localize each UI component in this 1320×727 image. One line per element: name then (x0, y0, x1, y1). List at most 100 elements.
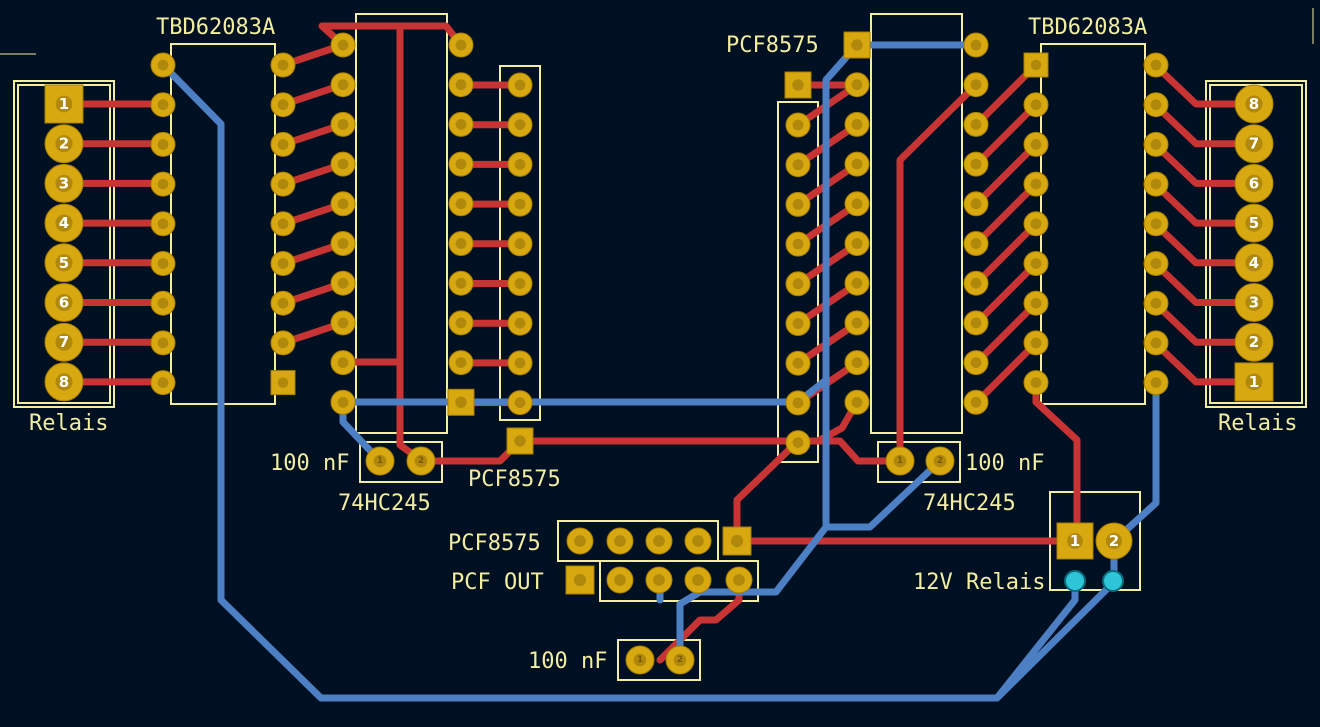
pad (1143, 370, 1169, 396)
pad-square (722, 526, 752, 556)
pad (963, 151, 989, 177)
pad (448, 350, 474, 376)
pad: 5 (44, 243, 84, 283)
pad (1023, 131, 1049, 157)
pad (963, 270, 989, 296)
pad (330, 389, 356, 415)
tbd-right-label: TBD62083A (1028, 15, 1147, 40)
pcf-mid-left-label: PCF8575 (468, 467, 561, 492)
pcf-top-right-label: PCF8575 (726, 33, 819, 58)
pad (270, 330, 296, 356)
pad (645, 566, 673, 594)
pad (785, 231, 811, 257)
tbd-left-label: TBD62083A (156, 15, 275, 40)
relais-left-label: Relais (29, 411, 108, 436)
pad (330, 270, 356, 296)
trace (993, 578, 1079, 702)
pad (448, 72, 474, 98)
trace (822, 376, 944, 531)
pad-number: 7 (1249, 135, 1259, 153)
pad: 5 (1234, 203, 1274, 243)
pad (448, 231, 474, 256)
trace (794, 41, 861, 406)
pad (330, 350, 356, 376)
pad (785, 191, 811, 217)
pad (844, 111, 870, 137)
pad-number: 8 (59, 373, 69, 391)
pad (330, 191, 356, 217)
pad (448, 151, 474, 177)
pad (844, 72, 870, 98)
pad (507, 112, 533, 138)
pad (844, 270, 870, 296)
pad (1023, 211, 1049, 237)
pad (963, 72, 989, 98)
pad: 7 (1234, 124, 1274, 164)
pad: 2 (925, 446, 955, 476)
pad (1143, 92, 1169, 118)
pad-number: 5 (1249, 214, 1259, 232)
pad-square: 1 (1056, 522, 1094, 560)
pad (844, 191, 870, 217)
pad (150, 251, 176, 276)
pad: 2 (406, 446, 436, 476)
pad-number: 2 (937, 456, 943, 466)
pad (1143, 251, 1169, 276)
pad (844, 151, 870, 177)
pad-square: 1 (44, 84, 84, 124)
pad (330, 231, 356, 256)
pad (1143, 52, 1169, 78)
pad: 8 (44, 362, 84, 402)
trace (733, 437, 802, 545)
pad (963, 350, 989, 376)
pcf-out-label: PCF OUT (451, 570, 544, 595)
pad (844, 310, 870, 336)
pad-number: 1 (897, 456, 903, 466)
pad (507, 390, 533, 416)
pad (1023, 330, 1049, 356)
pad (606, 566, 634, 594)
pad: 3 (44, 163, 84, 203)
pad (1023, 370, 1049, 396)
pad-square (1023, 52, 1049, 78)
pad: 4 (1234, 243, 1274, 283)
pad-square (843, 31, 871, 59)
pad (448, 270, 474, 296)
pad (645, 527, 673, 555)
pad (507, 271, 533, 296)
pad: 7 (44, 322, 84, 362)
pad (330, 151, 356, 177)
pad (448, 191, 474, 217)
pad-number: 2 (1109, 532, 1119, 550)
pad (1143, 290, 1169, 316)
trace (972, 180, 1040, 248)
pad (330, 310, 356, 336)
pad: 2 (1234, 322, 1274, 362)
pad-number: 1 (1249, 373, 1259, 391)
pad (963, 310, 989, 336)
pad (507, 231, 533, 257)
pad-square (565, 565, 595, 595)
pad (270, 290, 296, 316)
pad: 2 (44, 124, 84, 164)
pad (448, 32, 474, 58)
pad: 6 (1234, 163, 1274, 203)
cap-bottom-label: 100 nF (528, 649, 607, 674)
pad (963, 32, 989, 58)
pad-number: 8 (1249, 95, 1259, 113)
pad: 4 (44, 203, 84, 243)
pad-number: 2 (1249, 333, 1259, 351)
pad-number: 3 (1249, 294, 1259, 312)
pad-number: 4 (59, 214, 69, 232)
pad-number: 1 (59, 95, 69, 113)
pad (785, 350, 811, 376)
pad-number: 2 (418, 456, 424, 466)
pad (606, 527, 634, 555)
pad (507, 191, 533, 217)
pad (507, 310, 533, 336)
pad (1023, 92, 1049, 118)
pad (270, 92, 296, 118)
pad-number: 3 (59, 174, 69, 192)
pad (844, 350, 870, 376)
pad: 1 (625, 645, 655, 675)
